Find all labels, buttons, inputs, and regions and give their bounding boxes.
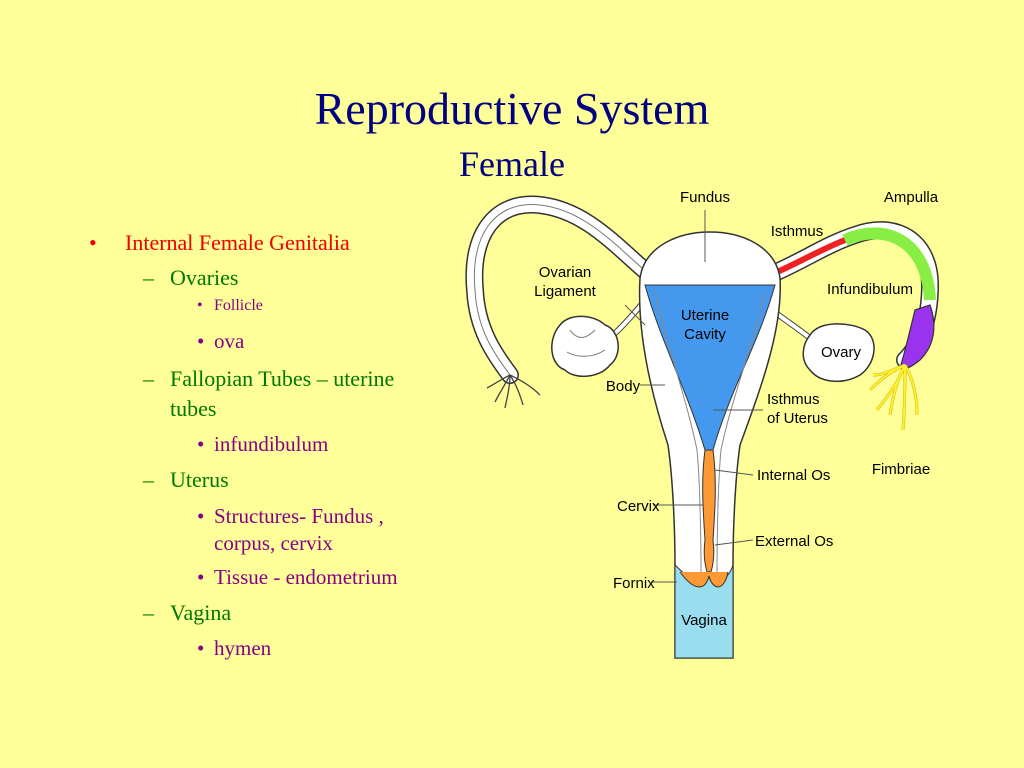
label-cervix: Cervix: [617, 498, 660, 515]
slide-title: Reproductive System: [314, 83, 710, 134]
label-internal-os: Internal Os: [757, 467, 830, 484]
bullet-icon: •: [197, 636, 205, 660]
label-fundus: Fundus: [680, 189, 730, 206]
isthmus-segment: [768, 237, 847, 278]
outline-item-infundibulum: • infundibulum: [197, 432, 329, 456]
bullet-icon: •: [197, 432, 205, 456]
label-ovary: Ovary: [821, 344, 862, 361]
bullet-icon: •: [197, 504, 205, 528]
label-isthmus-uterus: Isthmus: [767, 391, 820, 408]
outline-item-fallopian-tubes-cont: tubes: [170, 396, 217, 421]
dash-icon: –: [143, 600, 154, 625]
label-body: Body: [606, 378, 641, 395]
label-external-os: External Os: [755, 533, 833, 550]
label-fornix: Fornix: [613, 575, 655, 592]
outline-item-ova: • ova: [197, 329, 245, 353]
cervical-canal: [702, 449, 716, 573]
dash-icon: –: [143, 265, 154, 290]
ampulla-segment: [842, 227, 936, 301]
label-ligament: Ligament: [534, 283, 597, 300]
uterus-anatomy-diagram: Fundus Ampulla Isthmus Ovarian Ligament …: [465, 189, 940, 659]
outline-item-internal-genitalia: • Internal Female Genitalia: [89, 230, 350, 255]
outline-item-uterus: – Uterus: [143, 467, 229, 492]
label-ampulla: Ampulla: [884, 189, 939, 206]
left-fimbriae: [486, 374, 541, 409]
bullet-icon: •: [197, 565, 205, 589]
label-uterine: Uterine: [681, 307, 729, 324]
outline-item-ovaries: – Ovaries: [143, 265, 239, 290]
leader-lines: [624, 210, 763, 583]
right-ovary: [802, 323, 875, 382]
dash-icon: –: [143, 467, 154, 492]
outline-item-vagina: – Vagina: [143, 600, 232, 625]
label-vagina: Vagina: [681, 612, 727, 629]
outline-item-fallopian-tubes: – Fallopian Tubes – uterine: [143, 366, 395, 391]
outline-item-structures: • Structures- Fundus ,: [197, 504, 384, 528]
outline-item-hymen: • hymen: [197, 636, 272, 660]
outline-item-tissue: • Tissue - endometrium: [197, 565, 398, 589]
bullet-icon: •: [197, 329, 205, 353]
label-cavity: Cavity: [684, 326, 726, 343]
label-isthmus: Isthmus: [771, 223, 824, 240]
outline-item-structures-cont: corpus, cervix: [214, 531, 333, 555]
slide-subtitle: Female: [459, 144, 565, 184]
infundibulum-segment: [899, 304, 935, 370]
dash-icon: –: [143, 366, 154, 391]
outline-item-follicle: • Follicle: [197, 297, 263, 314]
label-ovarian: Ovarian: [539, 264, 592, 281]
label-infundibulum: Infundibulum: [827, 281, 913, 298]
left-ovary: [551, 315, 619, 377]
label-fimbriae: Fimbriae: [872, 461, 930, 478]
bullet-icon: •: [89, 230, 97, 255]
label-of-uterus: of Uterus: [767, 410, 828, 427]
bullet-icon: •: [197, 297, 203, 314]
